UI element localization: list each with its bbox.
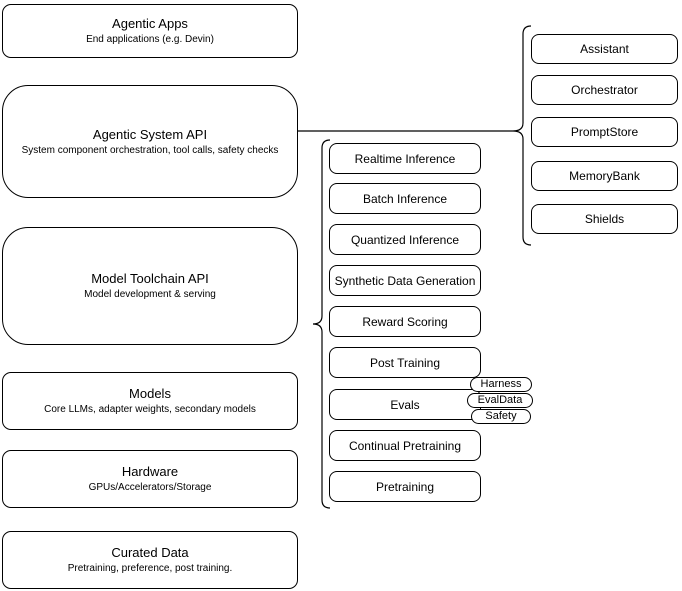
toolchain-box-evals: Evals [329,389,481,420]
layer-box-agentic-system-api: Agentic System API System component orch… [2,85,298,198]
toolchain-box-reward-scoring: Reward Scoring [329,306,481,337]
system-box-assistant: Assistant [531,34,678,64]
layer-box-agentic-apps: Agentic Apps End applications (e.g. Devi… [2,4,298,58]
system-box-memorybank: MemoryBank [531,161,678,191]
system-brace [512,25,532,246]
toolchain-box-continual-pretraining: Continual Pretraining [329,430,481,461]
layer-subtitle: Model development & serving [84,289,216,300]
system-box-orchestrator: Orchestrator [531,75,678,105]
evals-tag-safety: Safety [471,409,531,424]
layer-box-hardware: Hardware GPUs/Accelerators/Storage [2,450,298,508]
toolchain-box-batch-inference: Batch Inference [329,183,481,214]
layer-title: Model Toolchain API [91,271,209,286]
toolchain-brace [312,139,331,509]
layer-subtitle: Pretraining, preference, post training. [67,563,233,574]
layer-title: Agentic Apps [112,16,188,31]
layer-title: Hardware [121,464,179,479]
layer-box-model-toolchain-api: Model Toolchain API Model development & … [2,227,298,345]
toolchain-box-pretraining: Pretraining [329,471,481,502]
toolchain-box-post-training: Post Training [329,347,481,378]
system-box-shields: Shields [531,204,678,234]
layer-subtitle: System component orchestration, tool cal… [21,144,279,156]
evals-tag-harness: Harness [470,377,532,392]
toolchain-box-quantized-inference: Quantized Inference [329,224,481,255]
layer-box-curated-data: Curated Data Pretraining, preference, po… [2,531,298,589]
layer-subtitle: GPUs/Accelerators/Storage [88,482,212,493]
layer-subtitle: End applications (e.g. Devin) [86,34,214,45]
layer-title: Agentic System API [92,126,208,142]
layer-subtitle: Core LLMs, adapter weights, secondary mo… [44,404,256,415]
toolchain-box-synthetic-data-generation: Synthetic Data Generation [329,265,481,296]
layer-box-models: Models Core LLMs, adapter weights, secon… [2,372,298,430]
evals-tag-evaldata: EvalData [467,393,533,408]
layer-title: Curated Data [111,545,189,560]
toolchain-box-realtime-inference: Realtime Inference [329,143,481,174]
system-box-promptstore: PromptStore [531,117,678,147]
layer-title: Models [129,386,171,401]
